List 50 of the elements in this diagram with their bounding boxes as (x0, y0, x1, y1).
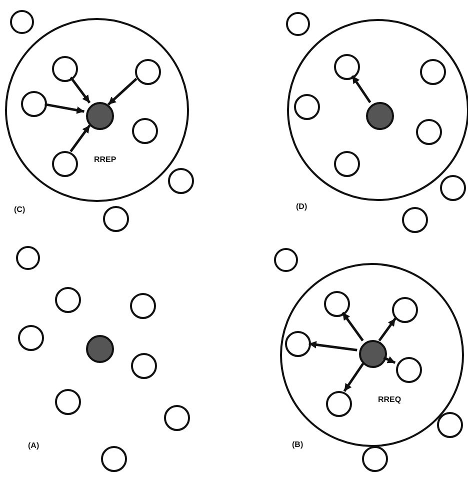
node-circle (103, 206, 129, 232)
panel-label: (D) (296, 202, 308, 211)
node-circle (131, 353, 157, 379)
node-circle (10, 10, 34, 34)
node-circle (52, 56, 78, 82)
arrow (383, 356, 396, 364)
arrow (308, 341, 358, 352)
node-circle (420, 59, 446, 85)
panel-label: (C) (14, 205, 26, 214)
node-circle (130, 293, 156, 319)
node-circle (416, 119, 442, 145)
node-circle (135, 59, 161, 85)
arrow (343, 362, 364, 392)
node-circle (21, 91, 47, 117)
node-circle (396, 357, 422, 383)
highlighted-node (86, 102, 114, 130)
node-circle (55, 287, 81, 313)
panel-label: (A) (28, 441, 40, 450)
arrow (107, 78, 138, 106)
node-circle (274, 248, 298, 272)
message-label: RREQ (378, 395, 402, 404)
node-circle (324, 291, 350, 317)
node-circle (294, 94, 320, 120)
node-circle (286, 12, 310, 36)
panel-label: (B) (292, 440, 304, 449)
highlighted-node (359, 340, 387, 368)
node-circle (132, 118, 158, 144)
message-label: RREP (94, 155, 116, 164)
node-circle (52, 151, 78, 177)
node-circle (362, 446, 388, 472)
node-circle (402, 207, 428, 233)
arrow (70, 124, 91, 152)
node-circle (55, 389, 81, 415)
arrow (70, 76, 91, 104)
arrow (351, 75, 372, 104)
node-circle (18, 325, 44, 351)
node-circle (101, 446, 127, 472)
node-circle (285, 331, 311, 357)
highlighted-node (86, 335, 114, 363)
arrow (44, 103, 84, 114)
arrow (342, 312, 364, 342)
highlighted-node (366, 102, 394, 130)
node-circle (392, 297, 418, 323)
node-circle (326, 391, 352, 417)
node-circle (168, 168, 194, 194)
arrow (378, 318, 396, 342)
node-circle (334, 151, 360, 177)
node-circle (16, 246, 40, 270)
node-circle (334, 54, 360, 80)
node-circle (164, 405, 190, 431)
